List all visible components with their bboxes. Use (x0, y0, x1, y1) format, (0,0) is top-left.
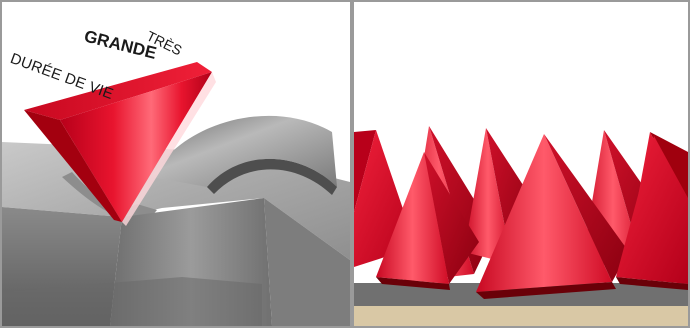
blade-cutting-edge (122, 72, 216, 226)
blade-left-face (24, 110, 122, 222)
blade-front-face (60, 72, 212, 222)
pyramid-front-center (476, 134, 629, 299)
metal-block-right-face (264, 198, 350, 326)
metal-chip-curl (152, 115, 337, 187)
right-panel-illustration (354, 2, 688, 326)
metal-chip-edge (207, 158, 337, 195)
red-pyramids-illustration (354, 126, 688, 326)
pyramid-front-left (376, 152, 479, 290)
metal-lower-step (2, 277, 262, 326)
ground-base (354, 306, 688, 326)
left-panel-illustration: DURÉE DE VIE GRANDE TRÈS (2, 2, 350, 326)
blade-cutting-metal-illustration (2, 62, 350, 326)
pyramid-front-right (616, 136, 688, 290)
blade-top-face (24, 62, 212, 120)
